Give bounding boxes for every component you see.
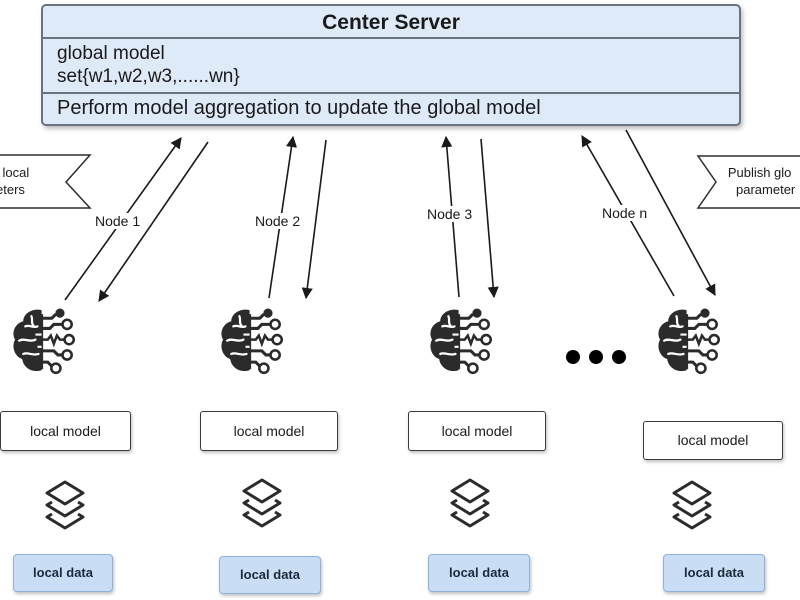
node-n-brain-icon xyxy=(656,307,721,375)
node-n-layers-icon xyxy=(672,480,712,530)
publish-flag-line1: Publish glo xyxy=(727,165,792,180)
node-2-local-model-box: local model xyxy=(200,411,338,451)
upload-params-flag-text: l local eters xyxy=(0,164,29,198)
node-3-layers-icon xyxy=(450,478,490,528)
node-2-download-arrow xyxy=(301,139,327,300)
node-1-local-data-box: local data xyxy=(13,554,113,592)
ellipsis-dot xyxy=(612,350,626,364)
node-1-local-model-box: local model xyxy=(0,411,131,451)
node-3-label: Node 3 xyxy=(425,206,475,222)
node-1-brain-icon xyxy=(11,307,76,375)
publish-flag-line2: parameter xyxy=(736,182,796,197)
node-1-label: Node 1 xyxy=(93,213,143,229)
ellipsis-dot xyxy=(589,350,603,364)
node-3-download-arrow xyxy=(480,138,499,299)
node-n-label: Node n xyxy=(600,205,650,221)
node-2-label: Node 2 xyxy=(253,213,303,229)
server-title: Center Server xyxy=(43,6,739,39)
node-n-local-model-box: local model xyxy=(643,421,783,460)
publish-params-flag-text: Publish glo parameter xyxy=(724,164,795,198)
upload-params-flag xyxy=(0,154,92,209)
weights-set-label: set{w1,w2,w3,......wn} xyxy=(57,66,240,87)
aggregation-task-label: Perform model aggregation to update the … xyxy=(57,97,541,119)
node-3-brain-icon xyxy=(428,307,493,375)
node-1-download-arrow xyxy=(98,141,209,302)
node-3-local-data-box: local data xyxy=(428,554,530,592)
global-model-label: global model xyxy=(57,43,165,64)
center-server-box: Center Server global model set{w1,w2,w3,… xyxy=(41,4,741,126)
node-1-layers-icon xyxy=(45,480,85,530)
ellipsis-dot xyxy=(566,350,580,364)
publish-params-flag xyxy=(696,155,800,209)
server-divider xyxy=(43,92,739,94)
node-2-local-data-box: local data xyxy=(219,556,321,594)
node-2-layers-icon xyxy=(242,478,282,528)
upload-flag-line2: eters xyxy=(0,182,25,197)
node-n-local-data-box: local data xyxy=(663,554,765,592)
upload-flag-line1: l local xyxy=(0,165,30,180)
node-n-download-arrow xyxy=(625,129,716,296)
node-3-local-model-box: local model xyxy=(408,411,546,451)
node-2-brain-icon xyxy=(219,307,284,375)
